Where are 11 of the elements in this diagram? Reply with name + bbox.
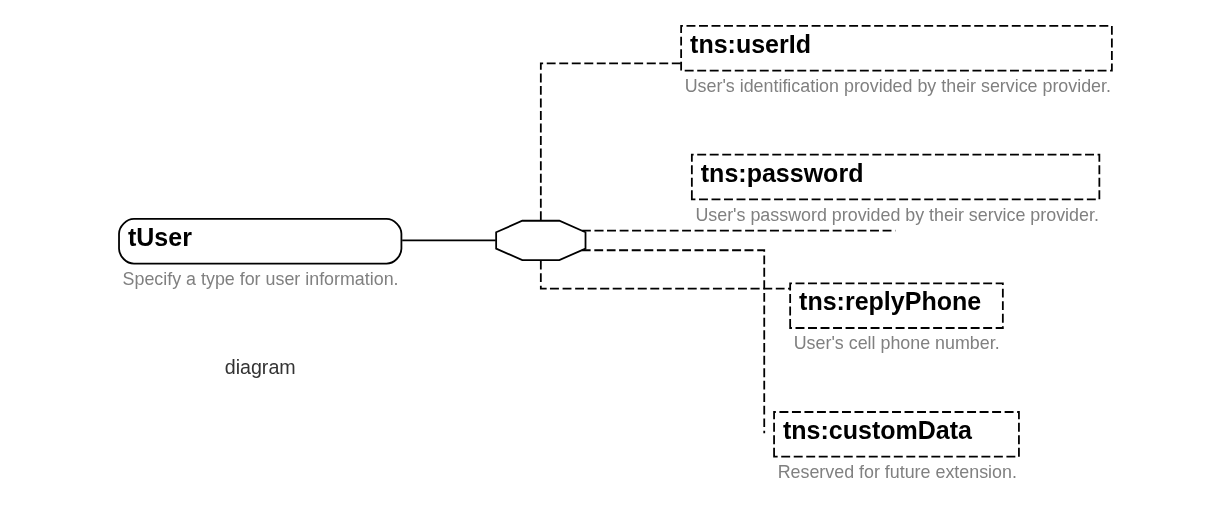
node-label: User's cell phone number. <box>793 333 1000 354</box>
connector <box>539 62 682 221</box>
connector <box>580 249 765 435</box>
label: diagram <box>224 356 296 379</box>
node-label: Reserved for future extension. <box>777 462 1017 483</box>
connector <box>400 239 497 242</box>
node-label: Specify a type for user information. <box>122 269 399 290</box>
node-label: User's identification provided by their service provider. <box>684 76 1111 97</box>
connector <box>539 259 791 290</box>
node-label: User's password provided by their service provider. <box>694 204 1099 225</box>
node-octagon <box>494 219 586 261</box>
